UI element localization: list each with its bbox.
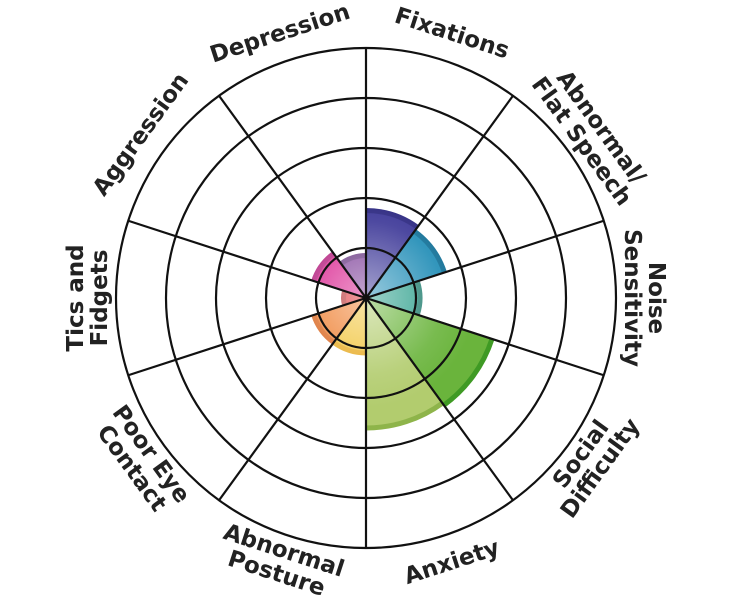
grid-spoke-4 [365, 296, 605, 377]
grid-spoke-3 [365, 219, 605, 300]
grid-spoke-5 [365, 297, 514, 501]
label-social-difficulty: SocialDifficulty [536, 400, 645, 524]
grid-spoke-9 [127, 219, 367, 300]
label-line: Tics and [63, 244, 89, 351]
label-depression: Depression [207, 0, 353, 68]
grid-spoke-7 [218, 297, 367, 501]
label-line: Noise [643, 262, 669, 334]
label-poor-eye-contact: Poor EyeContact [87, 401, 195, 523]
label-noise-sensitivity: NoiseSensitivity [619, 229, 669, 367]
label-aggression: Aggression [88, 68, 194, 201]
grid-spoke-2 [365, 95, 514, 299]
label-line: Aggression [88, 68, 194, 201]
grid-layer [114, 46, 618, 550]
grid-spoke-8 [127, 296, 367, 377]
label-tics-and-fidgets: Tics andFidgets [63, 244, 113, 351]
label-fixations: Fixations [391, 3, 512, 64]
label-line: Fidgets [87, 250, 113, 347]
label-line: Fixations [391, 3, 512, 64]
grid-spoke-10 [218, 95, 367, 299]
label-line: Depression [207, 0, 353, 68]
label-line: Sensitivity [619, 229, 645, 367]
label-abnormal-posture: AbnormalPosture [213, 519, 347, 600]
